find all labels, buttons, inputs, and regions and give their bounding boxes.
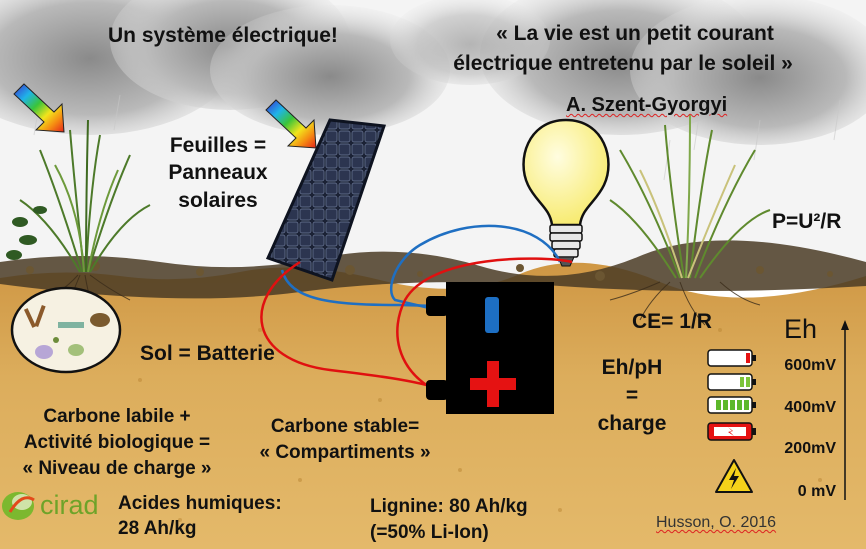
light-bulb-icon [522, 118, 610, 267]
soil-microbes-icon [10, 286, 122, 374]
title: Un système électrique! [108, 24, 338, 47]
quote-line-2: électrique entretenu par le soleil » [453, 52, 793, 75]
high-voltage-warning-icon [715, 459, 753, 493]
eh-axis-label: Eh [784, 314, 818, 344]
cirad-logo-icon [2, 492, 35, 520]
leaves-label-2: Panneaux [168, 161, 268, 184]
eh-ph-line-1: Eh/pH [601, 356, 663, 379]
blue-wire-bulb [389, 224, 562, 312]
battery-level-icon [707, 396, 756, 414]
quote-line-1: « La vie est un petit courant [496, 22, 774, 45]
car-battery-icon [426, 282, 554, 414]
labile-line-3: « Niveau de charge » [22, 458, 212, 479]
battery-level-icon [707, 422, 756, 441]
lignin-line-2: (=50% Li-Ion) [370, 522, 489, 543]
blue-wire-panel [280, 269, 439, 308]
red-wire-bulb [396, 257, 573, 394]
labile-line-2: Activité biologique = [23, 432, 211, 453]
roots-right [609, 281, 761, 326]
credit: Husson, O. 2016 [656, 514, 777, 531]
grass-left [19, 119, 151, 273]
battery-minus-terminal [485, 297, 499, 333]
leaves-label-1: Feuilles = [169, 134, 267, 157]
soil-ground [0, 262, 866, 549]
eh-ph-line-2: = [625, 384, 639, 407]
rainbow-arrow-icon [13, 83, 65, 133]
eh-tick-600: 600mV [784, 357, 836, 374]
lignin-line-1: Lignine: 80 Ah/kg [370, 496, 528, 517]
quote-author: A. Szent-Gyorgyi [566, 94, 728, 116]
solar-panel-icon [265, 118, 387, 282]
eh-tick-400: 400mV [784, 399, 836, 416]
battery-level-icon [707, 373, 756, 391]
soil-battery-label: Sol = Batterie [140, 342, 275, 365]
weed-left [6, 206, 47, 260]
wires [260, 224, 573, 394]
stable-line-2: « Compartiments » [259, 442, 431, 463]
battery-plus-v [487, 361, 499, 407]
battery-level-icon [707, 349, 756, 367]
labile-line-1: Carbone labile + [43, 406, 191, 427]
logo-text: cirad [40, 490, 99, 520]
humic-line-1: Acides humiques: [118, 493, 282, 514]
eh-tick-200: 200mV [784, 440, 836, 457]
litter-layer [0, 240, 866, 299]
eh-ph-line-3: charge [597, 412, 667, 435]
power-formula: P=U²/R [772, 210, 842, 233]
humic-line-2: 28 Ah/kg [118, 518, 197, 539]
red-wire-panel [260, 260, 439, 390]
ce-formula: CE= 1/R [632, 310, 712, 333]
leaves-label-3: solaires [178, 189, 258, 212]
rainbow-arrow-icon [265, 99, 317, 149]
eh-tick-0: 0 mV [797, 483, 836, 500]
grass-right [609, 114, 771, 279]
eh-axis-arrow [841, 320, 849, 500]
stable-line-1: Carbone stable= [270, 416, 420, 437]
clouds [0, 0, 866, 145]
